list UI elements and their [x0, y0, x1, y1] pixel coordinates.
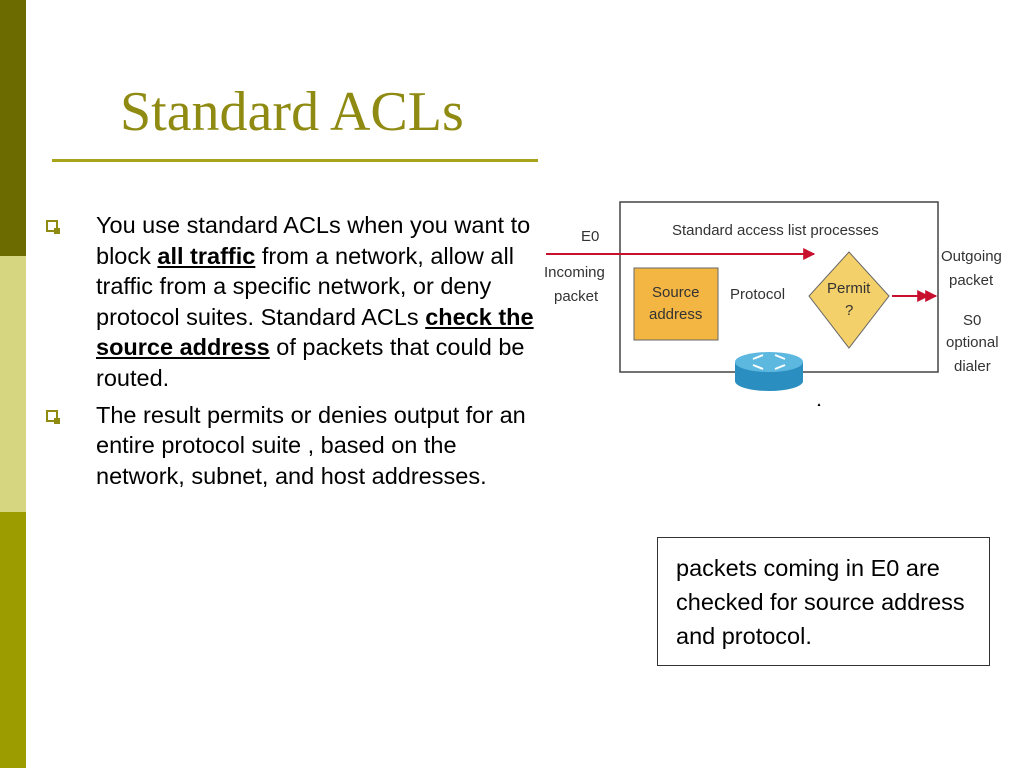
side-bar-bottom [0, 512, 26, 768]
bullet-text: The result permits or denies output for … [96, 401, 526, 489]
s0-label-3: dialer [954, 358, 991, 375]
s0-label-2: optional [946, 334, 999, 351]
emphasis-check-source: check the source address [96, 303, 534, 361]
outgoing-label-2: packet [949, 272, 994, 289]
incoming-label-1: Incoming [544, 264, 605, 281]
source-label-2: address [649, 306, 703, 323]
s0-label-1: S0 [963, 312, 982, 329]
slide-title: Standard ACLs [120, 81, 464, 143]
permit-label-1: Permit [827, 280, 871, 297]
emphasis-all-traffic: all traffic [157, 242, 256, 269]
source-address-box [633, 267, 719, 341]
side-bar-top [0, 0, 26, 256]
bullet-item-2: The result permits or denies output for … [46, 400, 536, 492]
bullet-text: You use standard ACLs when you want to b… [96, 212, 531, 269]
permit-diamond [808, 251, 890, 349]
bullet-text: of packets that could be routed. [96, 334, 525, 391]
permit-label-2: ? [845, 302, 854, 319]
e0-label: E0 [581, 228, 600, 245]
acl-process-diagram: Standard access list processes E0 Incomi… [540, 196, 1024, 406]
callout-box: packets coming in E0 are checked for sou… [657, 537, 990, 666]
bullet-marker-icon [46, 409, 60, 424]
diagram-heading: Standard access list processes [672, 222, 879, 239]
bullet-item-1: You use standard ACLs when you want to b… [46, 210, 536, 394]
diagram-graphics [546, 201, 939, 406]
side-bar-middle [0, 256, 26, 512]
side-bar [0, 0, 26, 768]
outgoing-label-1: Outgoing [941, 248, 1002, 265]
bullet-text: from a network, allow all traffic from a… [96, 242, 514, 330]
source-label-1: Source [652, 284, 700, 301]
router-icon [735, 352, 803, 391]
callout-text: packets coming in E0 are checked for sou… [676, 555, 965, 649]
title-divider [52, 159, 538, 162]
bullet-marker-icon [46, 220, 60, 234]
protocol-label: Protocol [730, 286, 786, 303]
incoming-label-2: packet [554, 288, 599, 305]
bullet-list: You use standard ACLs when you want to b… [46, 210, 536, 497]
